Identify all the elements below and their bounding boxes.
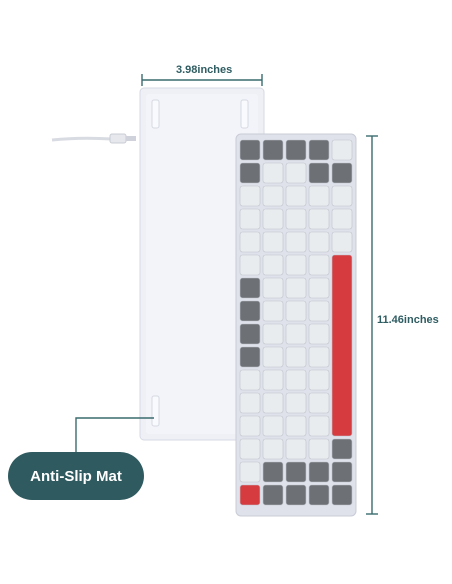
keycap — [331, 185, 353, 207]
keycap — [262, 484, 284, 506]
keycap — [239, 139, 261, 161]
keycap — [308, 323, 330, 345]
keycap — [285, 346, 307, 368]
keycap — [308, 484, 330, 506]
keycap — [262, 300, 284, 322]
keycap — [285, 415, 307, 437]
keyboard-front — [235, 133, 357, 517]
keycap — [239, 392, 261, 414]
keycap — [285, 162, 307, 184]
keycap — [308, 208, 330, 230]
keycap — [285, 208, 307, 230]
keycap — [285, 369, 307, 391]
keyboard-back-case — [139, 87, 265, 441]
keycap — [262, 162, 284, 184]
keycap — [308, 139, 330, 161]
keycap — [308, 438, 330, 460]
keycap — [285, 323, 307, 345]
keycap — [239, 369, 261, 391]
usb-cable — [51, 133, 136, 144]
keycap — [285, 139, 307, 161]
keycap — [308, 162, 330, 184]
keycap — [285, 231, 307, 253]
keycap — [331, 139, 353, 161]
keycap — [262, 277, 284, 299]
keycap — [308, 415, 330, 437]
keycap — [331, 208, 353, 230]
keycap-red — [331, 254, 353, 437]
keycap — [285, 392, 307, 414]
keycap — [308, 185, 330, 207]
keycap — [308, 300, 330, 322]
keycap — [262, 346, 284, 368]
keycap — [239, 185, 261, 207]
keycap — [239, 415, 261, 437]
keycap — [239, 484, 261, 506]
keycap — [239, 300, 261, 322]
keycap — [331, 162, 353, 184]
height-dimension-label: 11.46inches — [377, 314, 439, 326]
width-dimension-line — [141, 74, 263, 86]
keycap — [262, 231, 284, 253]
keycap — [285, 461, 307, 483]
keycap — [239, 162, 261, 184]
width-dimension-label: 3.98inches — [176, 64, 233, 76]
callout-leader-line — [75, 417, 154, 456]
keycap — [331, 484, 353, 506]
keycap — [308, 254, 330, 276]
keycap — [331, 231, 353, 253]
keycap — [262, 392, 284, 414]
anti-slip-mat-badge: Anti-Slip Mat — [8, 452, 144, 500]
keycap — [285, 438, 307, 460]
keycap — [308, 231, 330, 253]
keycap — [331, 438, 353, 460]
keycap — [239, 438, 261, 460]
keycap — [262, 185, 284, 207]
keycap — [262, 461, 284, 483]
keycap — [308, 369, 330, 391]
keycap — [262, 369, 284, 391]
keycap — [239, 461, 261, 483]
keycap — [308, 461, 330, 483]
keycap — [308, 392, 330, 414]
keycap — [262, 323, 284, 345]
keycap — [308, 346, 330, 368]
keycap — [331, 461, 353, 483]
keycap — [262, 415, 284, 437]
keycap — [262, 208, 284, 230]
keycap — [239, 277, 261, 299]
keycap — [239, 254, 261, 276]
keycap — [308, 277, 330, 299]
keycap — [285, 277, 307, 299]
keycap — [239, 323, 261, 345]
keycap — [239, 231, 261, 253]
keycap — [239, 208, 261, 230]
keycap — [285, 484, 307, 506]
keycap — [262, 254, 284, 276]
keycap — [285, 300, 307, 322]
keycap — [262, 438, 284, 460]
height-dimension-line — [366, 135, 378, 515]
keycap — [285, 254, 307, 276]
keycap — [285, 185, 307, 207]
keycap — [239, 346, 261, 368]
keycap — [262, 139, 284, 161]
